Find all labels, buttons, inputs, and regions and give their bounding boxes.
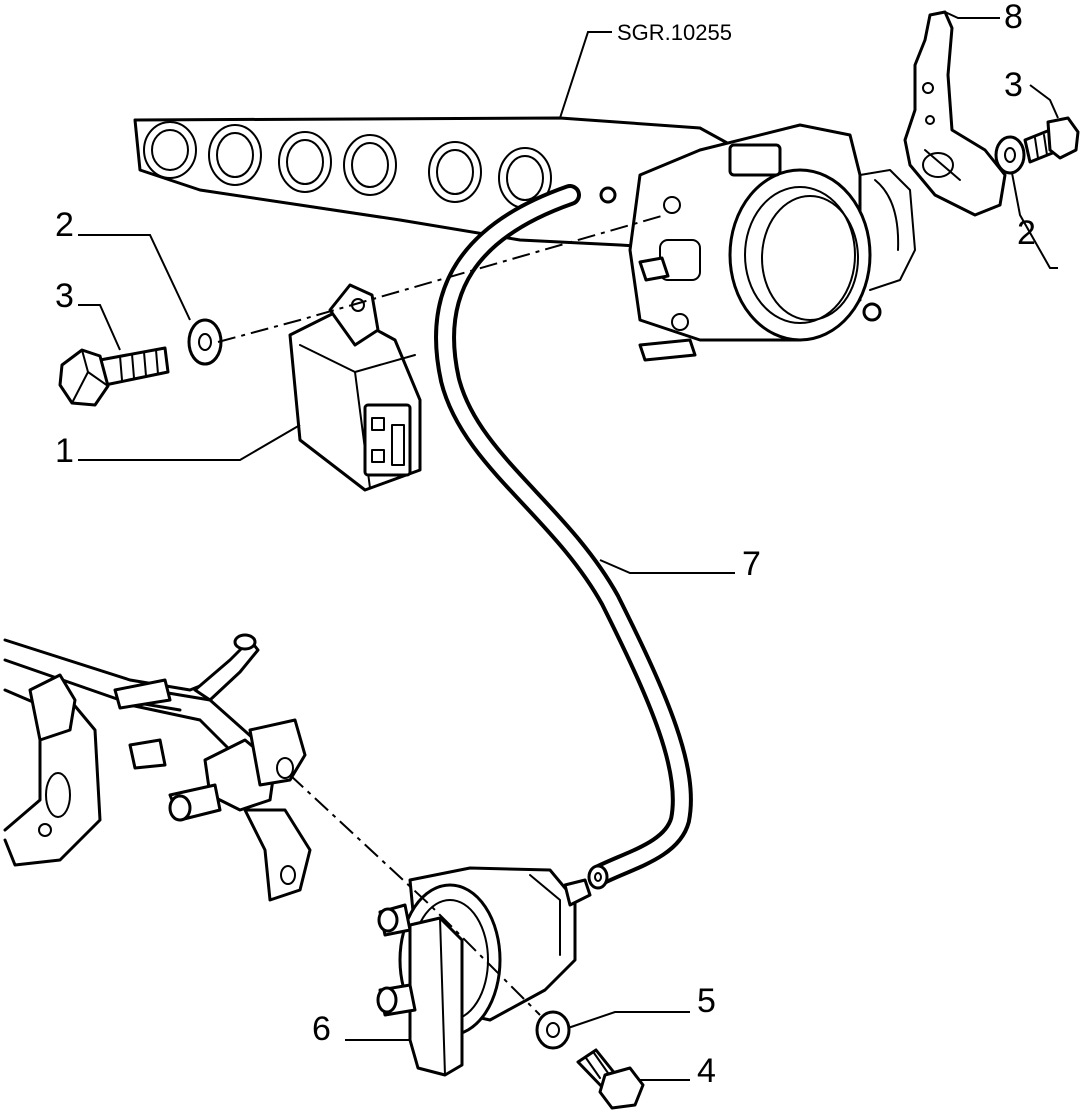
washer-regulator [535, 1010, 571, 1050]
callout-6: 6 [312, 1010, 331, 1048]
reference-code: SGR.10255 [617, 20, 732, 45]
bolt-right [1023, 116, 1080, 164]
bolt-left [58, 346, 170, 407]
washer-right [994, 135, 1026, 175]
callout-4: 4 [697, 1052, 716, 1090]
callout-3-left: 3 [55, 277, 74, 315]
callout-1: 1 [55, 432, 74, 470]
washer-left [187, 318, 223, 366]
vacuum-hose [434, 184, 693, 890]
callout-5: 5 [697, 982, 716, 1020]
callout-7: 7 [742, 545, 761, 583]
assembly-lines [217, 214, 666, 1016]
leader-lines [78, 11, 1059, 1081]
fuel-rail-assembly [3, 633, 312, 902]
throttle-body [599, 123, 916, 362]
bolt-regulator [576, 1048, 645, 1110]
mounting-bracket [903, 10, 1007, 217]
callout-2-right: 2 [1017, 214, 1036, 252]
callout-2-left: 2 [55, 206, 74, 244]
control-unit [288, 283, 422, 492]
callout-3-right: 3 [1004, 66, 1023, 104]
callout-8: 8 [1004, 0, 1023, 36]
pressure-regulator [376, 866, 592, 1077]
